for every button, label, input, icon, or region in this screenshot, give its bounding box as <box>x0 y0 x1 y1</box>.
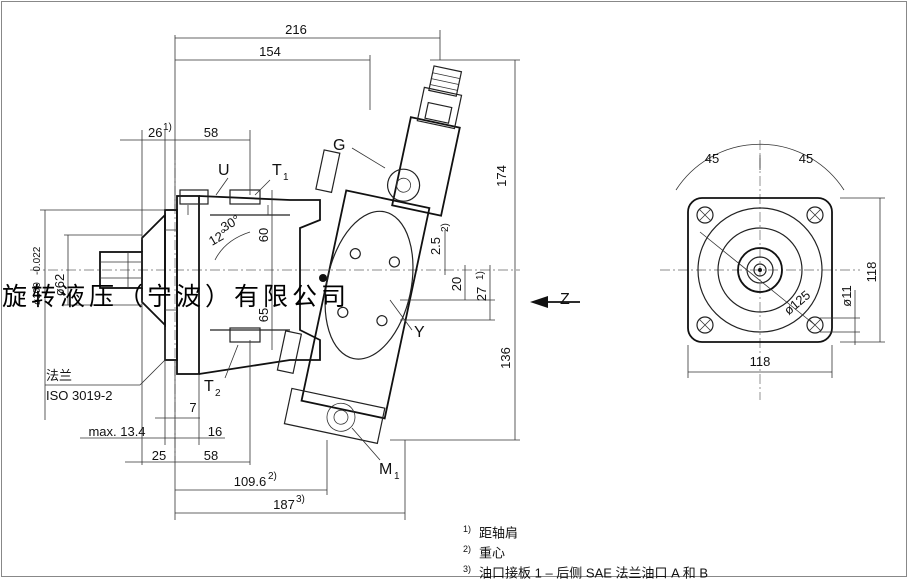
label-view-z: Z <box>560 291 570 308</box>
dim-7: 7 <box>189 400 196 415</box>
dim-118-vertical: 118 <box>864 262 879 283</box>
company-watermark: 旋转液压（宁波）有限公司 <box>2 282 350 311</box>
dim-60: 60 <box>256 228 271 242</box>
dim-109-6-note: 2) <box>268 471 277 482</box>
label-port-g: G <box>333 137 345 154</box>
center-of-gravity-marker <box>319 274 327 282</box>
dim-dia62: ø62 <box>52 274 67 296</box>
drive-shaft <box>99 251 143 289</box>
dim-26-note: 1) <box>163 122 172 133</box>
label-port-t2-sub: 2 <box>215 388 221 399</box>
label-port-t2: T <box>204 378 214 395</box>
label-port-y: Y <box>414 324 425 341</box>
dim-dia100-tol: -0.022 <box>32 246 43 275</box>
label-port-m1-sub: 1 <box>394 471 400 482</box>
dim-16: 16 <box>208 424 222 439</box>
label-flange: 法兰 <box>46 368 72 383</box>
dim-25: 25 <box>152 448 166 463</box>
dim-187: 187 <box>273 497 295 512</box>
dim-20: 20 <box>449 277 464 291</box>
dim-65: 65 <box>256 308 271 322</box>
leader-y <box>389 299 413 331</box>
label-iso-standard: ISO 3019-2 <box>46 388 113 403</box>
dim-58-bottom: 58 <box>204 448 218 463</box>
footnote-2: 2)重心 <box>463 544 506 561</box>
mounting-flange <box>141 195 200 375</box>
dim-2-5: 2.5 <box>428 237 443 255</box>
control-block <box>276 65 463 445</box>
dim-max-13-4: max. 13.4 <box>88 424 145 439</box>
label-port-t1-sub: 1 <box>283 172 289 183</box>
dim-216: 216 <box>285 22 307 37</box>
dim-45-right: 45 <box>799 151 813 166</box>
footnote-3: 3)油口接板 1 – 后侧 SAE 法兰油口 A 和 B <box>463 564 709 581</box>
dim-174: 174 <box>494 165 509 187</box>
leader-t1 <box>254 179 271 196</box>
dim-2-5-note: 2) <box>440 223 451 232</box>
left-dimension-lines <box>40 209 406 520</box>
right-dimension-lines <box>271 59 520 441</box>
label-port-m1: M <box>379 461 392 478</box>
top-dimension-lines <box>120 30 441 240</box>
dim-dia125: ø125 <box>781 287 813 318</box>
label-port-u: U <box>218 162 230 179</box>
leader-t2 <box>224 344 239 379</box>
footnotes: 1)距轴肩 2)重心 3)油口接板 1 – 后侧 SAE 法兰油口 A 和 B <box>463 519 709 581</box>
end-view <box>675 143 885 378</box>
dim-27: 27 <box>474 287 489 301</box>
dim-45-left: 45 <box>705 151 719 166</box>
view-z-arrow <box>530 296 580 308</box>
dim-58-top: 58 <box>204 125 218 140</box>
dim-dia11: ø11 <box>839 285 854 306</box>
motor-housing <box>179 189 321 375</box>
dim-27-note: 1) <box>475 271 486 280</box>
bolt-holes <box>696 206 824 334</box>
dim-136: 136 <box>498 347 513 369</box>
leader-u <box>215 177 229 196</box>
leader-m1 <box>351 427 381 461</box>
label-port-t1: T <box>272 162 282 179</box>
footnote-1: 1)距轴肩 <box>463 524 519 541</box>
dim-118-horizontal: 118 <box>750 354 771 369</box>
dim-dia100: ø100 <box>32 282 43 305</box>
dim-187-note: 3) <box>296 494 305 505</box>
dim-154: 154 <box>259 44 281 59</box>
leader-g <box>351 147 386 169</box>
dim-109-6: 109.6 <box>234 474 267 489</box>
dim-26: 26 <box>148 125 162 140</box>
